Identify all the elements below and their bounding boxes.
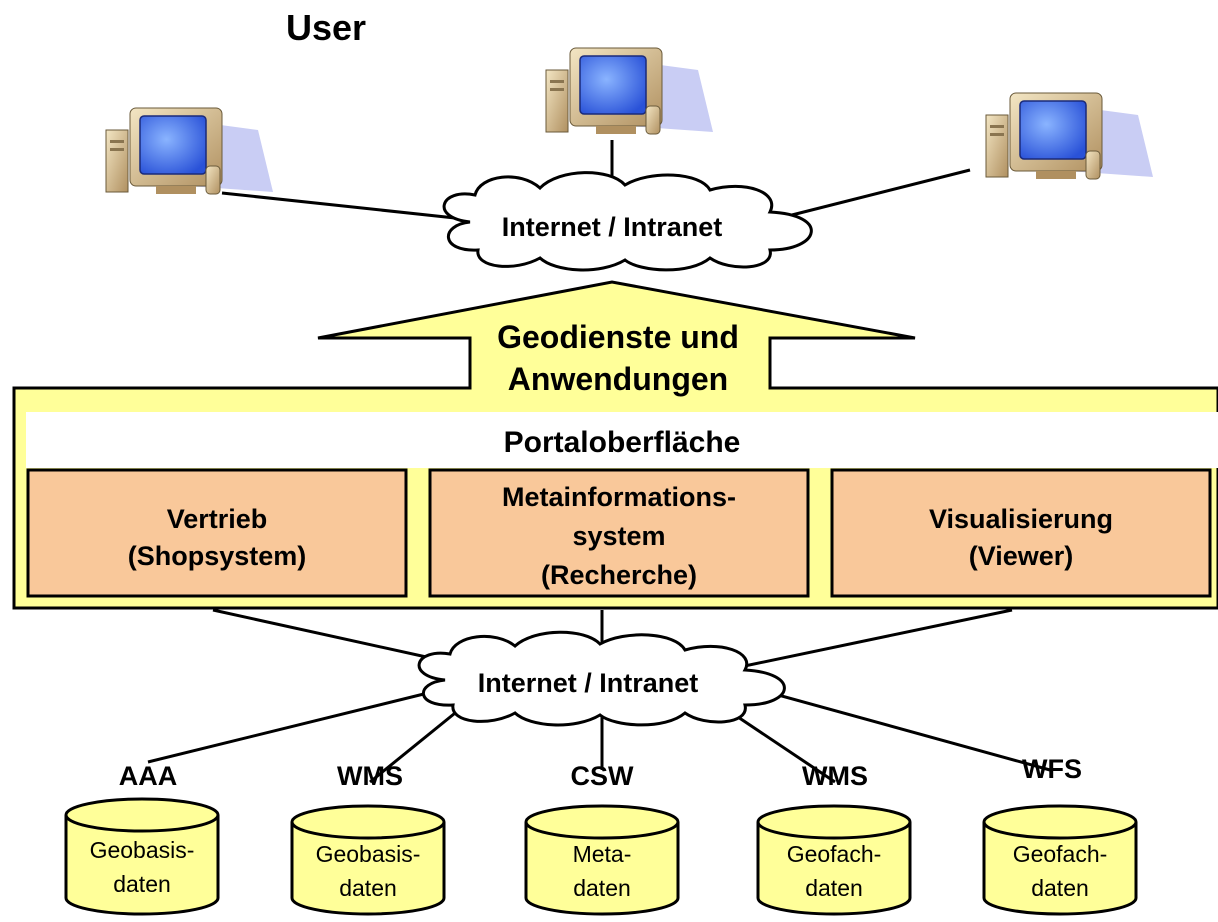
module-sales-line1: Vertrieb [167,504,268,534]
datastore-4-line1: Geofach- [787,841,882,867]
module-metadata-line2: system [572,521,665,551]
computer-icon-center [545,47,714,135]
datastore-1-line2: daten [113,871,171,897]
datastore-2-line2: daten [339,875,397,901]
datastore-4 [756,804,912,916]
datastore-1 [64,797,220,916]
arrow-label-line1: Geodienste und [497,319,739,355]
module-visualization-line1: Visualisierung [929,504,1113,534]
module-metadata-line1: Metainformations- [502,482,736,512]
service-label-4: WMS [802,761,868,791]
module-box-visualization [830,468,1212,598]
datastore-3-line2: daten [573,875,631,901]
service-label-1: AAA [119,761,178,791]
datastore-3-line1: Meta- [573,841,632,867]
module-box-metadata [428,468,810,598]
datastore-5-line1: Geofach- [1013,841,1108,867]
datastore-5 [982,804,1138,916]
service-label-2: WMS [337,761,403,791]
cloud-bottom-label: Internet / Intranet [478,668,699,698]
datastore-2-line1: Geobasis- [316,841,421,867]
computer-icon-left [105,107,274,195]
datastore-3 [524,804,680,916]
datastore-4-line2: daten [805,875,863,901]
cloud-icon-bottom [417,630,786,727]
cloud-icon-top [442,171,813,272]
arrow-label-line2: Anwendungen [508,361,728,397]
module-visualization-line2: (Viewer) [969,541,1074,571]
datastore-5-line2: daten [1031,875,1089,901]
module-sales-line2: (Shopsystem) [128,541,307,571]
module-box-sales [26,468,408,598]
module-metadata-line3: (Recherche) [541,560,697,590]
cloud-top-label: Internet / Intranet [502,212,723,242]
datastore-1-line1: Geobasis- [90,837,195,863]
page-title: User [286,7,366,48]
computer-icon-right [985,92,1154,180]
datastore-2 [290,804,446,916]
portal-label: Portaloberfläche [504,426,741,459]
service-label-3: CSW [571,761,635,791]
service-label-5: WFS [1022,754,1082,784]
